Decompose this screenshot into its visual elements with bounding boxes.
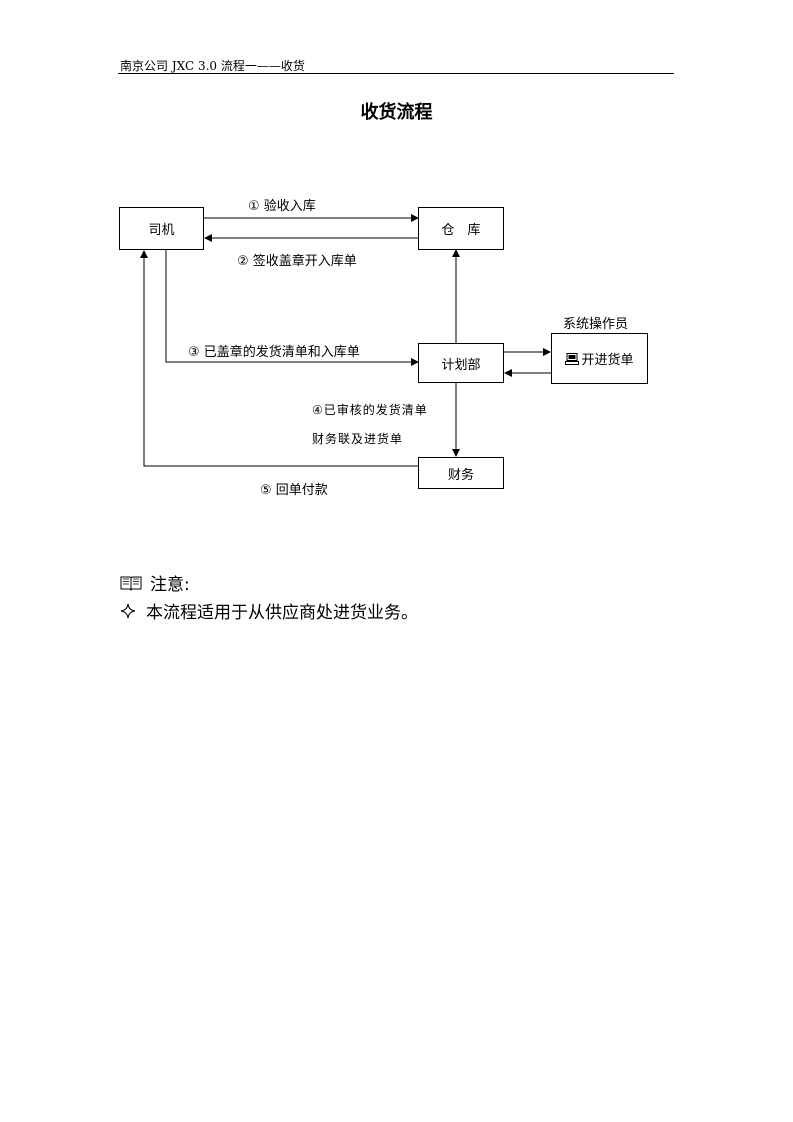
node-finance-label: 财务	[447, 467, 474, 483]
edge-4-label-line1: ④已审核的发货清单	[312, 403, 428, 417]
edge-3-label: ③ 已盖章的发货清单和入库单	[188, 345, 360, 360]
edge-5-line	[140, 250, 418, 467]
node-driver-label: 司机	[148, 223, 175, 238]
operator-caption: 系统操作员	[563, 317, 629, 332]
node-order-entry: 开进货单	[551, 333, 648, 384]
edge-4-label-line2: 财务联及进货单	[312, 432, 404, 446]
book-icon	[120, 576, 142, 591]
header-divider	[118, 73, 674, 74]
edge-2-label: ② 签收盖章开入库单	[237, 254, 357, 269]
page-title: 收货流程	[360, 102, 433, 123]
node-finance: 财务	[418, 457, 504, 489]
note-item: 本流程适用于从供应商处进货业务。	[120, 598, 418, 623]
notes-heading: 注意:	[120, 570, 190, 595]
diamond-star-icon	[120, 603, 136, 618]
edge-1-label: ① 验收入库	[248, 199, 316, 214]
node-planning: 计划部	[418, 343, 504, 383]
edge-3-line	[165, 250, 419, 366]
page-header: 南京公司 JXC 3.0 流程一——收货	[120, 59, 305, 73]
node-warehouse-label: 仓 库	[441, 223, 481, 238]
node-driver: 司机	[119, 207, 204, 250]
notes-heading-text: 注意:	[150, 575, 190, 595]
note-item-text: 本流程适用于从供应商处进货业务。	[146, 603, 418, 623]
node-order-entry-label: 开进货单	[581, 353, 634, 368]
edge-5-label: ⑤ 回单付款	[260, 483, 328, 498]
node-warehouse: 仓 库	[418, 207, 504, 250]
computer-icon	[565, 352, 580, 365]
node-planning-label: 计划部	[441, 357, 481, 373]
